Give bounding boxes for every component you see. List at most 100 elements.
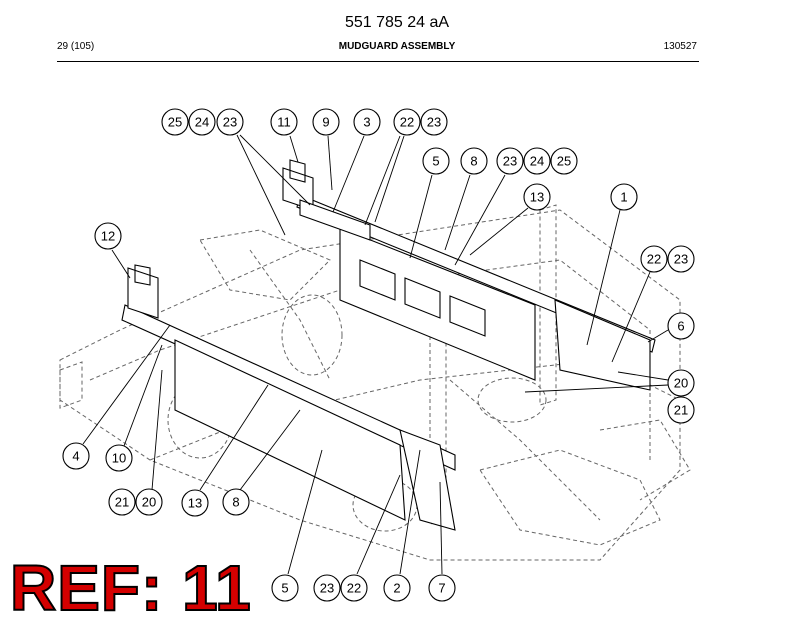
callout-circle — [94, 222, 122, 250]
front-mudguard-panel — [174, 339, 406, 521]
callout-circle — [62, 442, 90, 470]
callout-label: 24 — [195, 115, 209, 130]
callout-c-23a: 23 — [216, 108, 244, 136]
callout-circle — [667, 396, 695, 424]
callout-c-2: 2 — [383, 574, 411, 602]
page-number: 29 (105) — [57, 41, 95, 52]
callout-c-4: 4 — [62, 442, 90, 470]
callout-c-23b: 23 — [420, 108, 448, 136]
callout-c-9: 9 — [312, 108, 340, 136]
callout-c-20b: 20 — [135, 488, 163, 516]
callout-label: 25 — [557, 154, 571, 169]
callout-label: 1 — [620, 190, 627, 205]
callout-c-22a: 22 — [393, 108, 421, 136]
callout-c-20a: 20 — [667, 369, 695, 397]
callout-label: 8 — [470, 154, 477, 169]
callout-c-23d: 23 — [667, 245, 695, 273]
callout-label: 23 — [320, 581, 334, 596]
callout-circle — [610, 183, 638, 211]
callout-label: 24 — [530, 154, 544, 169]
callout-c-13b: 13 — [181, 489, 209, 517]
callout-c-21b: 21 — [108, 488, 136, 516]
callout-label: 5 — [281, 581, 288, 596]
callout-circle — [523, 183, 551, 211]
callout-circle — [135, 488, 163, 516]
callout-c-8a: 8 — [460, 147, 488, 175]
callout-label: 10 — [112, 451, 126, 466]
callout-c-5b: 5 — [271, 574, 299, 602]
callout-circle — [340, 574, 368, 602]
callout-circle — [496, 147, 524, 175]
callout-circle — [313, 574, 341, 602]
callout-c-1: 1 — [610, 183, 638, 211]
callout-circle — [108, 488, 136, 516]
callout-label: 13 — [530, 190, 544, 205]
callout-circle — [270, 108, 298, 136]
callout-circle — [161, 108, 189, 136]
front-rail — [121, 304, 456, 471]
callout-c-10: 10 — [105, 444, 133, 472]
callout-c-25a: 25 — [161, 108, 189, 136]
callout-c-24b: 24 — [523, 147, 551, 175]
callout-circle — [216, 108, 244, 136]
callout-label: 9 — [322, 115, 329, 130]
callout-c-23c: 23 — [496, 147, 524, 175]
callout-label: 22 — [400, 115, 414, 130]
callout-circle — [105, 444, 133, 472]
callout-c-22c: 22 — [340, 574, 368, 602]
callout-c-21a: 21 — [667, 396, 695, 424]
callout-circle — [312, 108, 340, 136]
rear-mudguard-panel — [339, 227, 536, 381]
callout-c-7: 7 — [428, 574, 456, 602]
callout-c-23e: 23 — [313, 574, 341, 602]
callout-c-3: 3 — [353, 108, 381, 136]
mudguard-parts — [121, 159, 656, 531]
side-panel — [554, 299, 651, 391]
document-code: 551 785 24 aA — [344, 14, 450, 31]
callout-c-11: 11 — [270, 108, 298, 136]
leader-lines — [82, 134, 669, 575]
callout-circle — [640, 245, 668, 273]
document-title: MUDGUARD ASSEMBLY — [338, 41, 456, 52]
ref-badge: REF: 11 — [9, 552, 252, 624]
callout-circle — [353, 108, 381, 136]
document-date: 130527 — [663, 41, 697, 52]
callout-circle — [667, 312, 695, 340]
callout-label: 4 — [72, 449, 79, 464]
callout-c-5a: 5 — [422, 147, 450, 175]
callout-c-6: 6 — [667, 312, 695, 340]
callout-c-25b: 25 — [550, 147, 578, 175]
callout-c-13a: 13 — [523, 183, 551, 211]
callout-c-8b: 8 — [222, 488, 250, 516]
callout-label: 2 — [393, 581, 400, 596]
callout-circle — [428, 574, 456, 602]
callout-circle — [550, 147, 578, 175]
callout-label: 20 — [674, 376, 688, 391]
callout-circle — [271, 574, 299, 602]
callout-label: 13 — [188, 496, 202, 511]
callout-label: 5 — [432, 154, 439, 169]
callout-label: 23 — [427, 115, 441, 130]
callout-label: 21 — [115, 495, 129, 510]
callout-label: 3 — [363, 115, 370, 130]
callout-circle — [422, 147, 450, 175]
callout-circle — [188, 108, 216, 136]
callout-label: 23 — [223, 115, 237, 130]
callout-circle — [383, 574, 411, 602]
callout-c-12: 12 — [94, 222, 122, 250]
callout-label: 6 — [677, 319, 684, 334]
header-rule — [57, 61, 699, 62]
callout-label: 23 — [674, 252, 688, 267]
callout-label: 20 — [142, 495, 156, 510]
callout-label: 12 — [101, 229, 115, 244]
callout-c-22b: 22 — [640, 245, 668, 273]
corner-guard — [399, 429, 456, 531]
callout-circle — [181, 489, 209, 517]
callout-circle — [222, 488, 250, 516]
callout-circle — [460, 147, 488, 175]
callout-circle — [667, 245, 695, 273]
callout-label: 7 — [438, 581, 445, 596]
callout-label: 22 — [347, 581, 361, 596]
callout-label: 25 — [168, 115, 182, 130]
